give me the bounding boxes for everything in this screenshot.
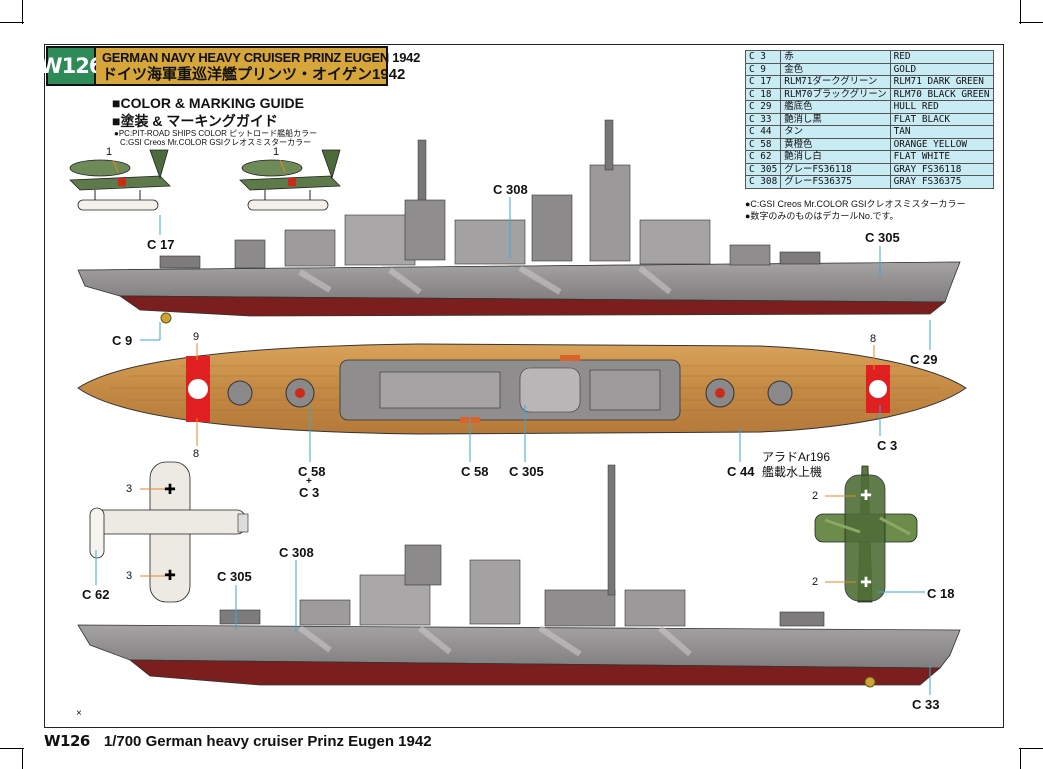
callout-plus: + [306, 476, 312, 487]
color-table-cell-code: C 18 [744, 87, 782, 101]
crop-mark-tr-v [1020, 0, 1021, 24]
decal-number-3b: 3 [126, 570, 133, 582]
callout-c308-bottom: C 308 [279, 545, 314, 560]
color-table-cell-code: C 308 [744, 175, 782, 189]
footer-code: W126 [44, 732, 90, 750]
callout-c33: C 33 [912, 697, 940, 712]
aircraft-label: アラドAr196 艦載水上機 [762, 450, 830, 480]
title-banner: GERMAN NAVY HEAVY CRUISER PRINZ EUGEN 19… [96, 46, 421, 86]
svg-text:✚: ✚ [164, 481, 176, 497]
decal-number-8-top: 8 [870, 333, 877, 345]
callout-c29: C 29 [910, 352, 938, 367]
decal-number-2b: 2 [812, 576, 819, 588]
crop-mark-br-h [1019, 748, 1043, 749]
callout-c44: C 44 [727, 464, 755, 479]
callout-c17: C 17 [147, 237, 175, 252]
title-english: GERMAN NAVY HEAVY CRUISER PRINZ EUGEN 19… [102, 50, 421, 65]
crop-mark-tl-h [0, 22, 24, 23]
callout-c9: C 9 [112, 333, 133, 348]
callout-c58-top: C 58 [298, 464, 326, 479]
aircraft-side-right [239, 149, 341, 211]
guide-heading-japanese: ■塗装 & マーキングガイド [112, 113, 278, 129]
aircraft-side-left [69, 149, 171, 211]
crop-mark-bl-h [0, 748, 24, 749]
color-table-cell-code: C 62 [744, 150, 782, 164]
color-table-cell-en: GRAY FS36375 [889, 175, 994, 189]
callout-c58-mid: C 58 [461, 464, 489, 479]
aircraft-label-name: アラドAr196 [762, 450, 831, 464]
cross-mark-icon: × [76, 708, 82, 719]
footer: W126 1/700 German heavy cruiser Prinz Eug… [44, 732, 432, 750]
callout-c3-right: C 3 [877, 438, 898, 453]
color-table-cell-jp: グレーFS36375 [780, 175, 891, 189]
callout-c308-top: C 308 [493, 182, 528, 197]
decal-number-9: 9 [193, 331, 200, 343]
side-profile-bottom [77, 464, 961, 688]
side-profile-top [77, 119, 961, 324]
table-note-decal: ●数字のみのものはデカールNo.です。 [745, 211, 899, 221]
callout-c18: C 18 [927, 586, 955, 601]
callout-c3-left: C 3 [299, 485, 320, 500]
color-table-cell-code: C 44 [744, 125, 782, 139]
svg-text:✚: ✚ [860, 487, 872, 503]
footer-title: 1/700 German heavy cruiser Prinz Eugen 1… [103, 733, 432, 750]
callout-c62: C 62 [82, 587, 110, 602]
title-japanese: ドイツ海軍重巡洋艦プリンツ・オイゲン1942 [102, 66, 406, 83]
callout-c305-bottom: C 305 [217, 569, 252, 584]
top-hull-gray [77, 261, 961, 303]
svg-text:✚: ✚ [860, 574, 872, 590]
crop-mark-bl-v [22, 748, 23, 769]
callout-lines [95, 159, 931, 695]
bottom-hull-red [128, 659, 942, 686]
guide-heading-english: ■COLOR & MARKING GUIDE [112, 95, 305, 111]
callout-c305-top: C 305 [865, 230, 900, 245]
deck-plan [77, 343, 967, 435]
decal-number-8-bottom: 8 [193, 448, 200, 460]
decal-number-1b: 1 [273, 146, 280, 158]
decal-number-2a: 2 [812, 490, 819, 502]
aircraft-label-type: 艦載水上機 [762, 465, 823, 479]
decal-number-3a: 3 [126, 483, 133, 495]
sheet-frame [44, 44, 1004, 728]
top-hull-red [118, 295, 947, 317]
aircraft-underside: ✚ ✚ [89, 461, 249, 603]
crop-mark-tl-v [22, 0, 23, 24]
guide-note-creos: C:GSI Creos Mr.COLOR GSIクレオスミスターカラー [120, 138, 312, 147]
crop-mark-br-v [1020, 748, 1021, 769]
svg-text:✚: ✚ [164, 567, 176, 583]
product-code-badge: W126 [40, 46, 104, 86]
crop-mark-tr-h [1019, 22, 1043, 23]
decal-number-1a: 1 [106, 146, 113, 158]
table-note-creos: ●C:GSI Creos Mr.COLOR GSIクレオスミスターカラー [745, 199, 966, 209]
callout-c305-mid: C 305 [509, 464, 544, 479]
aircraft-topview: ✚ ✚ [814, 465, 918, 603]
color-table-cell-code: C 3 [744, 50, 782, 64]
guide-note-pc: ●PC:PIT-ROAD SHIPS COLOR ピットロード艦船カラー [114, 129, 318, 138]
